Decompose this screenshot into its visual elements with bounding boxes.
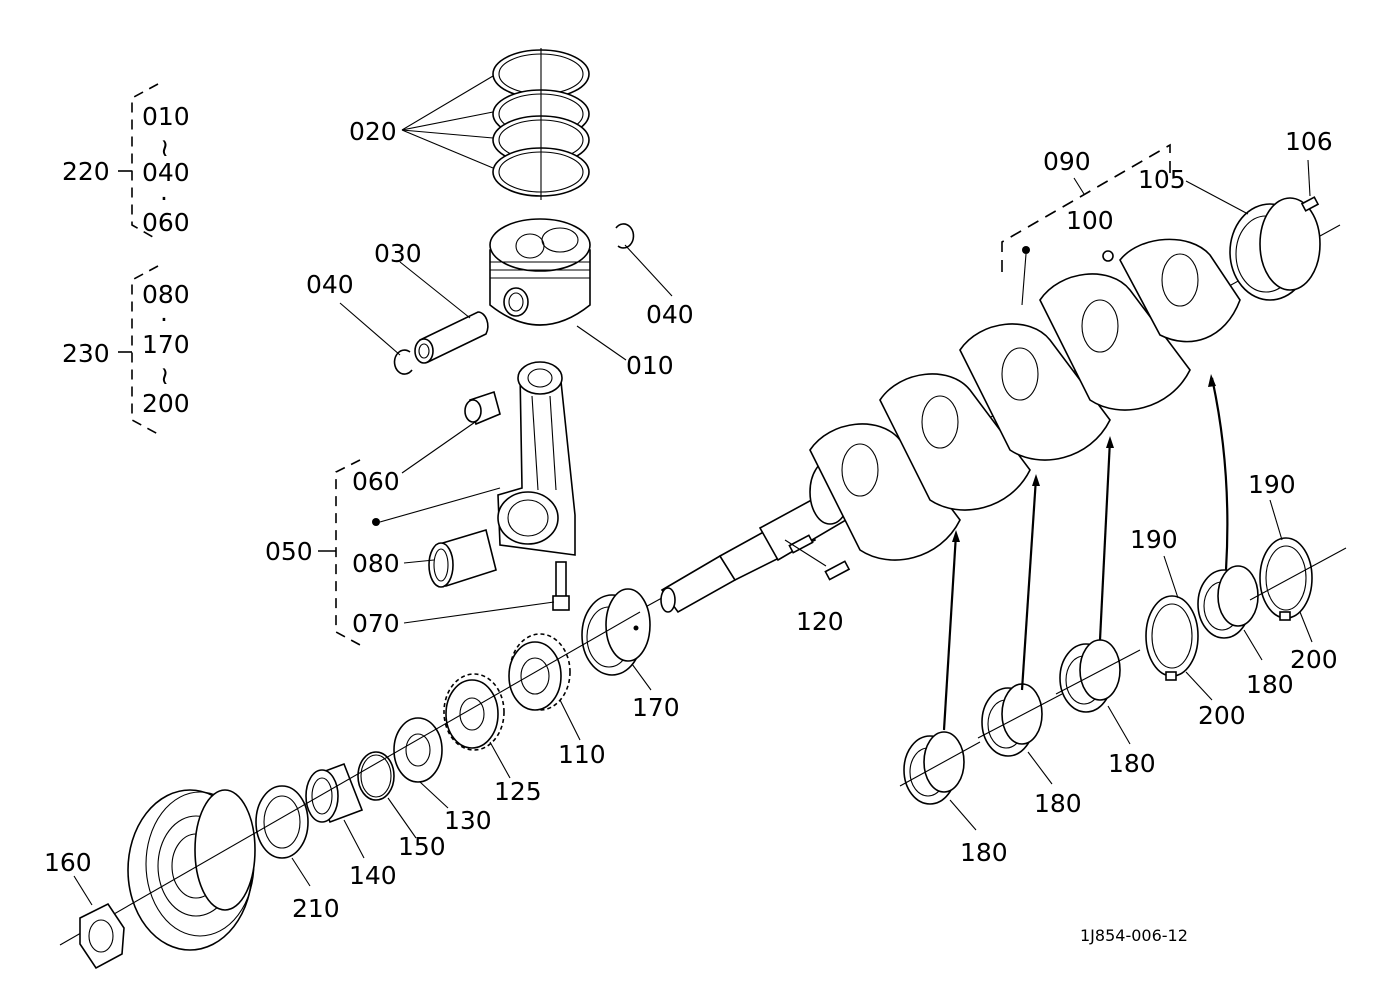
label-180-4: 180 (1246, 670, 1294, 699)
piston-rings-020 (492, 48, 590, 200)
label-200-1: 200 (1198, 701, 1246, 730)
group-090-bracket (1001, 143, 1171, 306)
leader-020 (401, 75, 494, 169)
oil-seal-210 (255, 785, 309, 859)
label-210: 210 (292, 894, 340, 923)
install-arrows (942, 374, 1229, 731)
rod-bearing-080 (428, 528, 497, 588)
crankshaft-090 (639, 224, 1341, 614)
group-220-label: 220 (62, 157, 110, 186)
label-200-2: 200 (1290, 645, 1338, 674)
label-090: 090 (1043, 147, 1091, 176)
label-130: 130 (444, 806, 492, 835)
key-120 (824, 560, 851, 581)
label-020: 020 (349, 117, 397, 146)
group-220-item-5: 060 (142, 208, 190, 237)
group-230-bracket: 230 080 · 170 ≀ 200 (62, 265, 190, 435)
crank-gear-110 (508, 633, 571, 711)
rear-bearing-105 (1229, 197, 1321, 301)
label-040-left: 040 (306, 270, 354, 299)
label-170: 170 (632, 693, 680, 722)
nut-160 (79, 902, 125, 970)
label-140: 140 (349, 861, 397, 890)
label-060: 060 (352, 467, 400, 496)
label-010: 010 (626, 351, 674, 380)
label-180-3: 180 (1108, 749, 1156, 778)
drawing-code: 1J854-006-12 (1080, 926, 1188, 945)
thrust-washer-190-1 (1145, 595, 1199, 681)
oil-pump-gear-125 (443, 673, 505, 751)
thrust-washer-190-2 (1249, 537, 1347, 621)
group-050-bracket (318, 459, 501, 647)
main-bearing-170 (581, 588, 651, 676)
main-bearing-180-2 (977, 683, 1063, 757)
label-050: 050 (265, 537, 313, 566)
group-220-item-4: · (160, 184, 168, 213)
label-180-2: 180 (1034, 789, 1082, 818)
label-190-1: 190 (1130, 525, 1178, 554)
label-160: 160 (44, 848, 92, 877)
label-106: 106 (1285, 127, 1333, 156)
group-230-item-4: ≀ (160, 361, 169, 390)
main-bearing-180-4 (1197, 565, 1259, 639)
label-105: 105 (1138, 165, 1186, 194)
collar-130 (393, 717, 443, 783)
small-end-bushing-060 (464, 390, 501, 426)
circlip-040-right (615, 223, 635, 249)
group-230-label: 230 (62, 339, 110, 368)
o-ring-150 (357, 751, 395, 801)
label-030: 030 (374, 239, 422, 268)
main-bearing-180-1 (899, 731, 981, 805)
sleeve-140 (305, 762, 364, 824)
rod-bolt-070 (552, 561, 570, 611)
label-110: 110 (558, 740, 606, 769)
group-230-item-2: · (160, 305, 168, 334)
group-220-item-1: 010 (142, 102, 190, 131)
label-190-2: 190 (1248, 470, 1296, 499)
label-070: 070 (352, 609, 400, 638)
label-150: 150 (398, 832, 446, 861)
crank-pulley (59, 611, 641, 951)
label-125: 125 (494, 777, 542, 806)
group-220-bracket: 220 010 ≀ 040 · 060 (62, 83, 190, 241)
label-120: 120 (796, 607, 844, 636)
label-040-right: 040 (646, 300, 694, 329)
label-180-1: 180 (960, 838, 1008, 867)
group-220-item-2: ≀ (160, 133, 169, 162)
group-230-item-3: 170 (142, 330, 190, 359)
main-bearing-180-3 (1055, 639, 1141, 713)
plug-100 (1102, 250, 1114, 262)
piston-010 (489, 218, 591, 326)
piston-pin-030 (414, 311, 489, 364)
label-080: 080 (352, 549, 400, 578)
group-220-item-3: 040 (142, 158, 190, 187)
group-230-item-1: 080 (142, 280, 190, 309)
label-100: 100 (1066, 206, 1114, 235)
connecting-rod-050 (497, 361, 576, 556)
circlip-040-left (393, 349, 413, 375)
pin-106 (1300, 196, 1320, 212)
group-230-item-5: 200 (142, 389, 190, 418)
